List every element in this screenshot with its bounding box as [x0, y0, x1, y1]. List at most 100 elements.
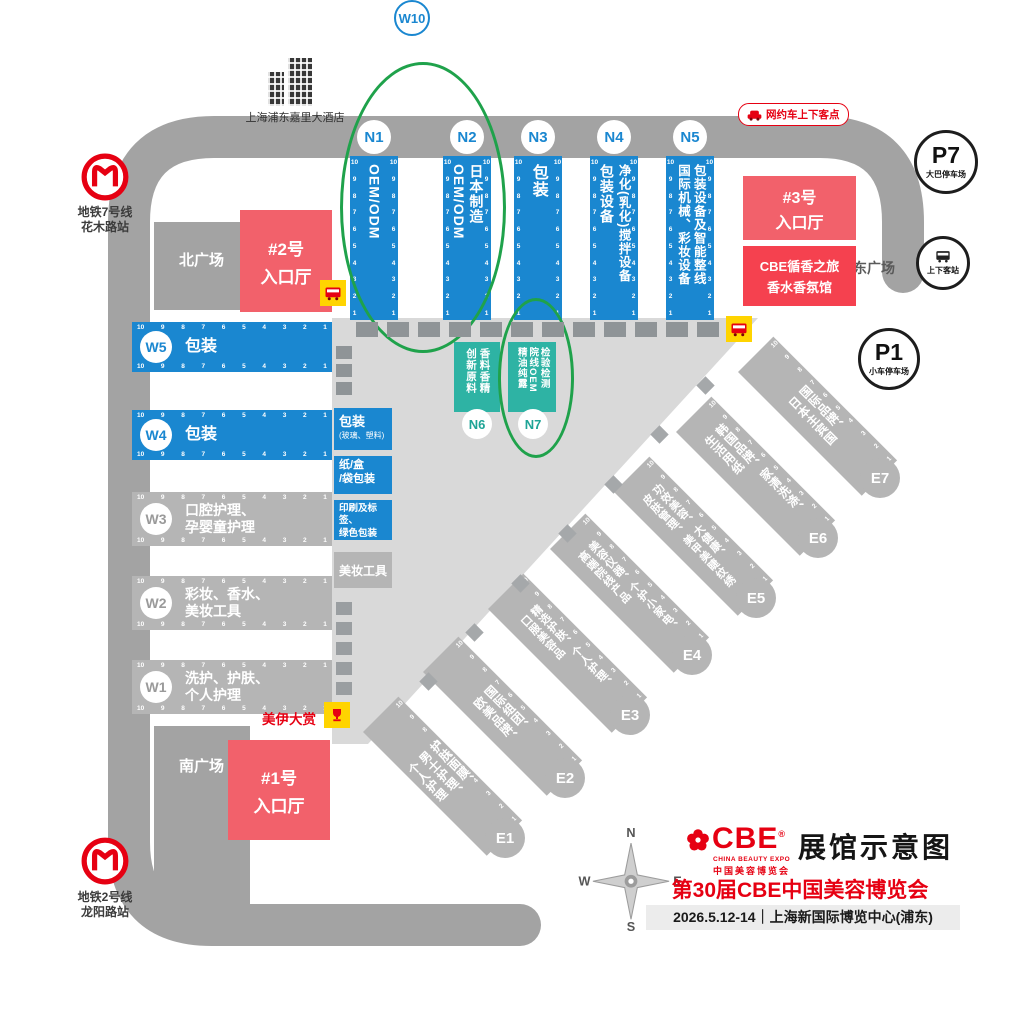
gate-number: 6	[759, 451, 768, 460]
north-plaza-label: 北广场	[179, 252, 225, 269]
gate-number: 6	[221, 621, 226, 628]
gate-number: 4	[262, 578, 267, 585]
gate-number: 3	[484, 276, 489, 284]
gate-number: 5	[459, 764, 468, 772]
gate-number: 3	[282, 537, 287, 544]
hall-n7-label-col3: 检验检测	[538, 347, 550, 389]
hall-w10-line2: (玻璃、塑料)	[339, 431, 385, 440]
hall-w8-line2: 绿色包装	[339, 527, 378, 539]
gate-number: 10	[707, 399, 718, 410]
gate-number: 5	[555, 242, 560, 250]
connector-square	[697, 322, 719, 337]
gate-number: 10	[705, 159, 714, 166]
gate-number: 4	[555, 259, 560, 267]
parking-p7: P7 大巴停车场	[914, 130, 978, 194]
gate-number: 7	[201, 621, 206, 628]
gate-number: 2	[352, 293, 357, 301]
gate-number: 7	[592, 209, 597, 217]
gate-number: 3	[352, 276, 357, 284]
gate-number: 7	[201, 705, 206, 712]
hall-n5-label-col1: 国际机械、彩妆设备	[676, 164, 690, 286]
connector-square	[336, 382, 352, 395]
gate-number: 5	[834, 404, 843, 412]
gate-number: 5	[707, 242, 712, 250]
south-plaza-label: 南广场	[179, 758, 225, 775]
hall-badge-e3: E3	[610, 695, 650, 735]
gate-number: 5	[646, 581, 655, 589]
entrance-hall-1: #1号 入口厅	[228, 740, 330, 840]
gate-number: 6	[516, 226, 521, 234]
hall-n7: 精油纯露 院线OEM 检验检测	[508, 342, 556, 412]
gate-number: 7	[201, 412, 206, 419]
compass-s: S	[627, 920, 635, 932]
ride-hailing-label: 网约车上下客点	[766, 109, 840, 121]
gate-number: 5	[242, 363, 246, 370]
connector-square	[356, 322, 378, 337]
gate-number: 8	[181, 621, 185, 628]
gate-number: 1	[323, 324, 327, 331]
gate-number: 8	[516, 192, 521, 200]
gate-number: 6	[571, 628, 580, 637]
gate-number: 2	[302, 578, 307, 585]
gate-number: 4	[785, 477, 793, 485]
hotel-label: 上海浦东嘉里大酒店	[245, 112, 345, 124]
gate-number: 4	[262, 451, 267, 458]
hall-badge-n7: N7	[518, 409, 548, 439]
hall-n5-label-col2: 包装设备及智能整线	[691, 164, 706, 286]
gate-number: 9	[408, 713, 417, 721]
metro-2-station: 龙阳路站	[80, 905, 129, 919]
gate-number: 6	[633, 568, 642, 577]
hall-w3-label: 口腔护理、 孕婴童护理	[185, 502, 255, 535]
gate-number: 10	[482, 159, 491, 166]
gate-number: 4	[847, 417, 855, 425]
gate-number: 8	[707, 192, 712, 200]
hall-badge-e1: E1	[485, 818, 525, 858]
gate-number: 9	[592, 175, 597, 183]
gate-number: 9	[721, 413, 730, 421]
map-title: 展馆示意图	[798, 832, 954, 863]
gate-number: 5	[242, 324, 246, 331]
bus-icon	[325, 287, 341, 300]
gate-number: 3	[282, 494, 287, 501]
hall-w2-label: 彩妆、香水、 美妆工具	[185, 586, 269, 619]
gate-number: 2	[302, 662, 307, 669]
gate-number: 10	[590, 159, 599, 166]
gate-number: 1	[555, 309, 560, 317]
gate-number: 8	[181, 537, 185, 544]
parking-p1: P1 小车停车场	[858, 328, 920, 390]
gate-number: 3	[707, 276, 712, 284]
gate-number: 10	[645, 459, 656, 470]
gate-number: 9	[160, 705, 165, 712]
central-concourse	[332, 318, 758, 744]
gate-number: 7	[747, 438, 755, 447]
gate-number: 8	[672, 486, 680, 494]
gate-number: 3	[668, 276, 673, 284]
gate-number: 8	[546, 603, 554, 611]
gate-number: 7	[434, 738, 442, 747]
gate-number: 5	[242, 412, 246, 419]
gate-number: 6	[631, 226, 636, 234]
gate-number: 8	[484, 192, 489, 200]
gate-number: 4	[391, 259, 396, 267]
gate-number: 8	[181, 412, 185, 419]
gate-number: 1	[516, 309, 521, 317]
gate-number: 8	[181, 705, 185, 712]
metro-7-station: 花木路站	[80, 220, 129, 234]
connector-square	[418, 322, 440, 337]
gate-number: 5	[772, 464, 781, 472]
hotel-icon-tower	[288, 58, 312, 106]
gate-number: 7	[201, 662, 206, 669]
metro-7-icon	[81, 153, 129, 201]
gate-number: 3	[610, 666, 618, 675]
north-plaza-area	[154, 222, 250, 310]
